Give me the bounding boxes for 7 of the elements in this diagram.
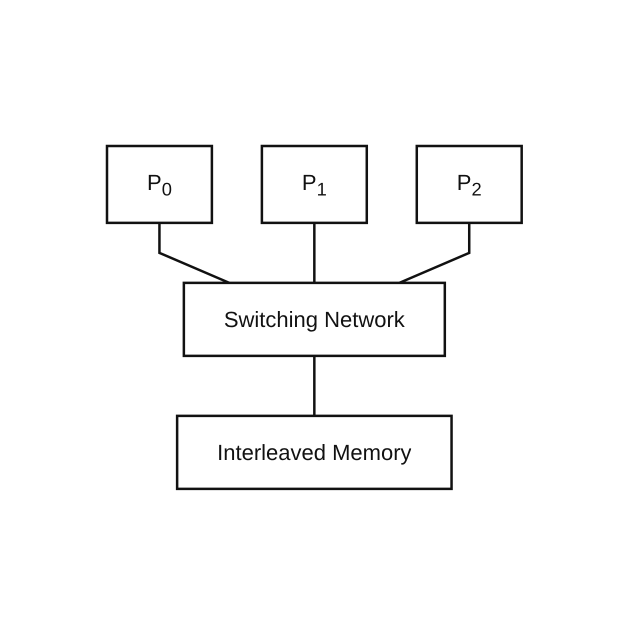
node-box: P$_{2}$ — [416, 144, 524, 224]
connector — [313, 356, 316, 416]
node-box: Switching Network — [182, 282, 446, 358]
node-box: Interleaved Memory — [176, 414, 453, 490]
node-box: P$_{0}$ — [106, 144, 214, 224]
connector — [313, 222, 316, 283]
node-box: P$_{1}$ — [260, 144, 368, 224]
